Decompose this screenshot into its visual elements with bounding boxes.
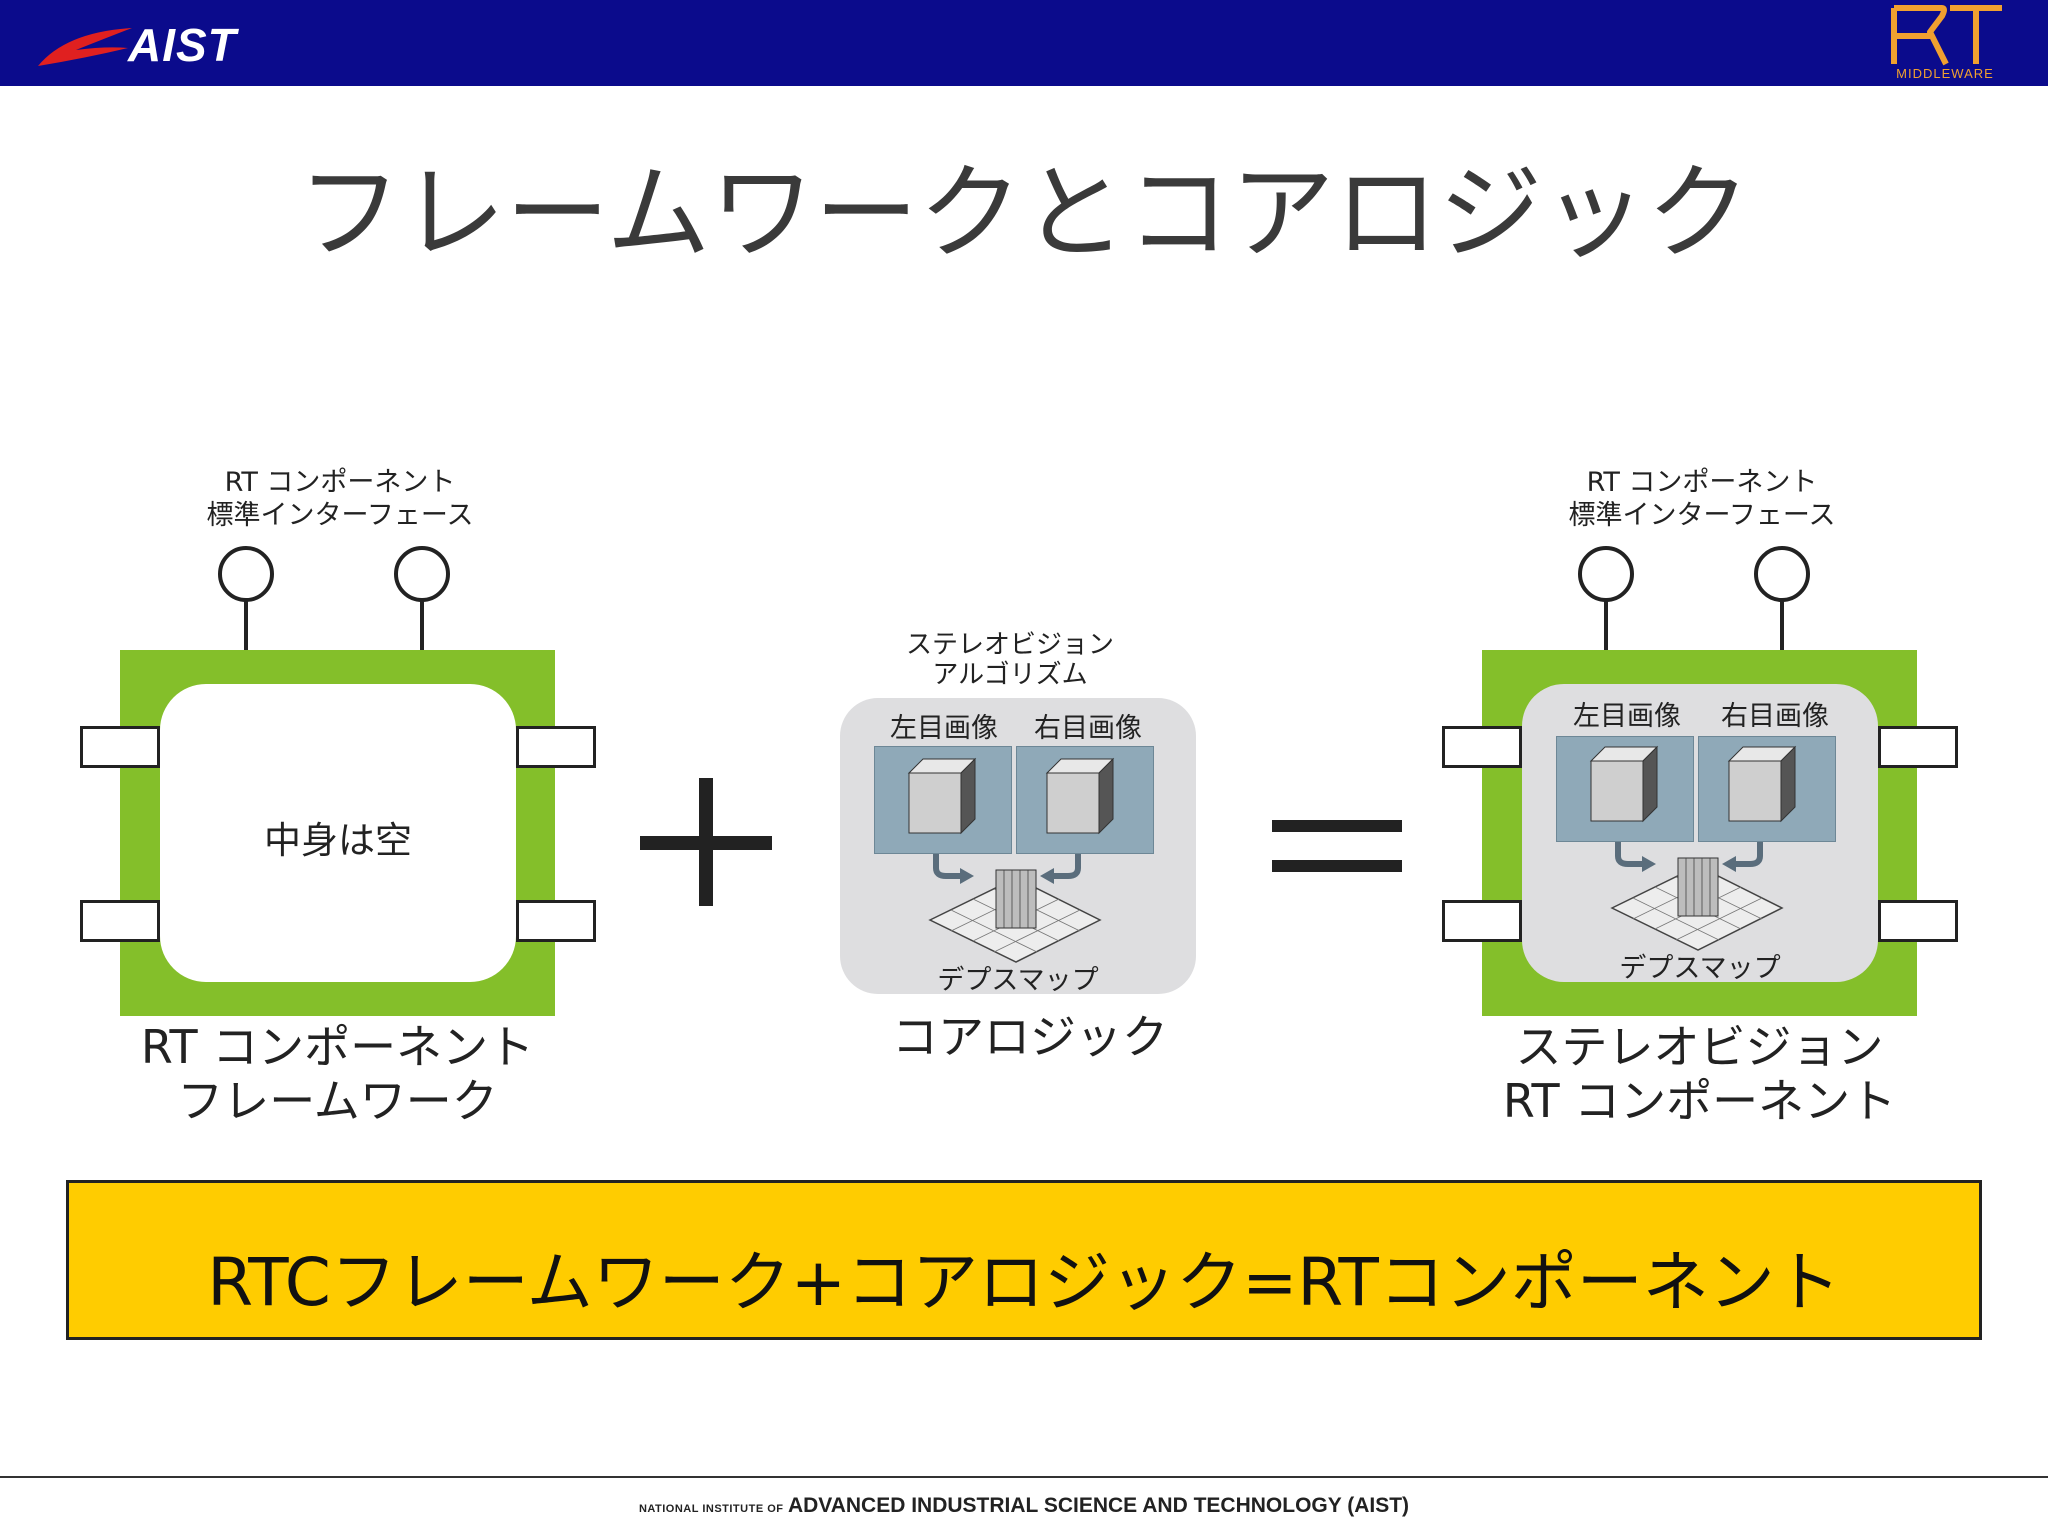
equals-sign-bottom	[1272, 860, 1402, 872]
equals-sign-top	[1272, 820, 1402, 832]
left-interface-label-line1: RT コンポーネント	[224, 467, 456, 498]
header-bar	[0, 0, 2048, 86]
aist-swoosh-icon	[38, 28, 132, 66]
right-depth-map-label: デプスマップ	[1619, 953, 1781, 984]
middle-left-eye-image	[874, 746, 1012, 854]
right-interface-stem-1	[1604, 600, 1608, 652]
right-interface-port-1	[1578, 546, 1634, 602]
middle-right-eye-image	[1016, 746, 1154, 854]
left-interface-stem-1	[244, 600, 248, 652]
footer-main: ADVANCED INDUSTRIAL SCIENCE AND TECHNOLO…	[787, 1494, 1410, 1517]
plus-sign-vertical	[699, 778, 713, 906]
summary-banner: RTCフレームワーク+コアロジック=RTコンポーネント	[66, 1180, 1982, 1340]
right-interface-label-line2: 標準インターフェース	[1568, 500, 1836, 531]
right-right-eye-image	[1698, 736, 1836, 842]
left-inport-1	[80, 726, 160, 768]
cube-left-icon	[907, 757, 977, 835]
right-caption-line2: RT コンポーネント	[1502, 1074, 1897, 1128]
middle-algorithm-label: ステレオビジョン アルゴリズム	[850, 630, 1170, 690]
aist-logo-text: AIST	[128, 19, 237, 71]
right-right-image-label: 右目画像	[1721, 701, 1829, 732]
cube-right-icon	[1045, 757, 1115, 835]
middle-right-image-label: 右目画像	[1034, 713, 1142, 744]
left-caption-line1: RT コンポーネント	[140, 1020, 535, 1074]
footer-divider	[0, 1476, 2048, 1478]
left-inner-text: 中身は空	[264, 819, 412, 862]
middle-algorithm-label-line1: ステレオビジョン	[905, 630, 1114, 660]
footer-prefix: NATIONAL INSTITUTE OF	[638, 1503, 784, 1515]
left-inport-2	[80, 900, 160, 942]
rt-logo-subtitle: MIDDLEWARE	[1896, 66, 1994, 81]
right-outport-2	[1878, 900, 1958, 942]
cube-right-icon	[1727, 745, 1797, 823]
right-left-image-label: 左目画像	[1573, 701, 1681, 732]
left-component-inner	[160, 684, 516, 982]
left-outport-1	[516, 726, 596, 768]
rt-logo-mark-icon	[1891, 5, 2002, 66]
right-left-eye-image	[1556, 736, 1694, 842]
left-caption-line2: フレームワーク	[177, 1074, 498, 1128]
left-interface-stem-2	[420, 600, 424, 652]
cube-left-icon	[1589, 745, 1659, 823]
right-inport-2	[1442, 900, 1522, 942]
left-interface-port-2	[394, 546, 450, 602]
right-depth-map-graphic	[1610, 842, 1784, 951]
rt-middleware-logo: MIDDLEWARE	[1870, 0, 2020, 86]
right-caption-line1: ステレオビジョン	[1515, 1020, 1884, 1074]
right-interface-port-2	[1754, 546, 1810, 602]
right-inport-1	[1442, 726, 1522, 768]
left-outport-2	[516, 900, 596, 942]
right-interface-label-line1: RT コンポーネント	[1586, 467, 1818, 498]
slide-title: フレームワークとコアロジック	[297, 152, 1751, 274]
left-interface-label: RT コンポーネント 標準インターフェース	[170, 466, 510, 532]
middle-left-image-label: 左目画像	[890, 713, 998, 744]
right-caption: ステレオビジョン RT コンポーネント	[1462, 1020, 1937, 1128]
middle-algorithm-label-line2: アルゴリズム	[932, 660, 1088, 690]
middle-caption: コアロジック	[892, 1010, 1168, 1064]
footer: NATIONAL INSTITUTE OF ADVANCED INDUSTRIA…	[0, 1494, 2048, 1518]
right-interface-stem-2	[1780, 600, 1784, 652]
middle-depth-map-label: デプスマップ	[937, 965, 1099, 996]
left-interface-label-line2: 標準インターフェース	[206, 500, 474, 531]
aist-logo: AIST	[36, 14, 256, 74]
right-outport-1	[1878, 726, 1958, 768]
right-interface-label: RT コンポーネント 標準インターフェース	[1532, 466, 1872, 532]
middle-depth-map-graphic	[928, 854, 1102, 963]
left-interface-port-1	[218, 546, 274, 602]
summary-text: RTCフレームワーク+コアロジック=RTコンポーネント	[207, 1244, 1841, 1321]
left-caption: RT コンポーネント フレームワーク	[120, 1020, 555, 1128]
